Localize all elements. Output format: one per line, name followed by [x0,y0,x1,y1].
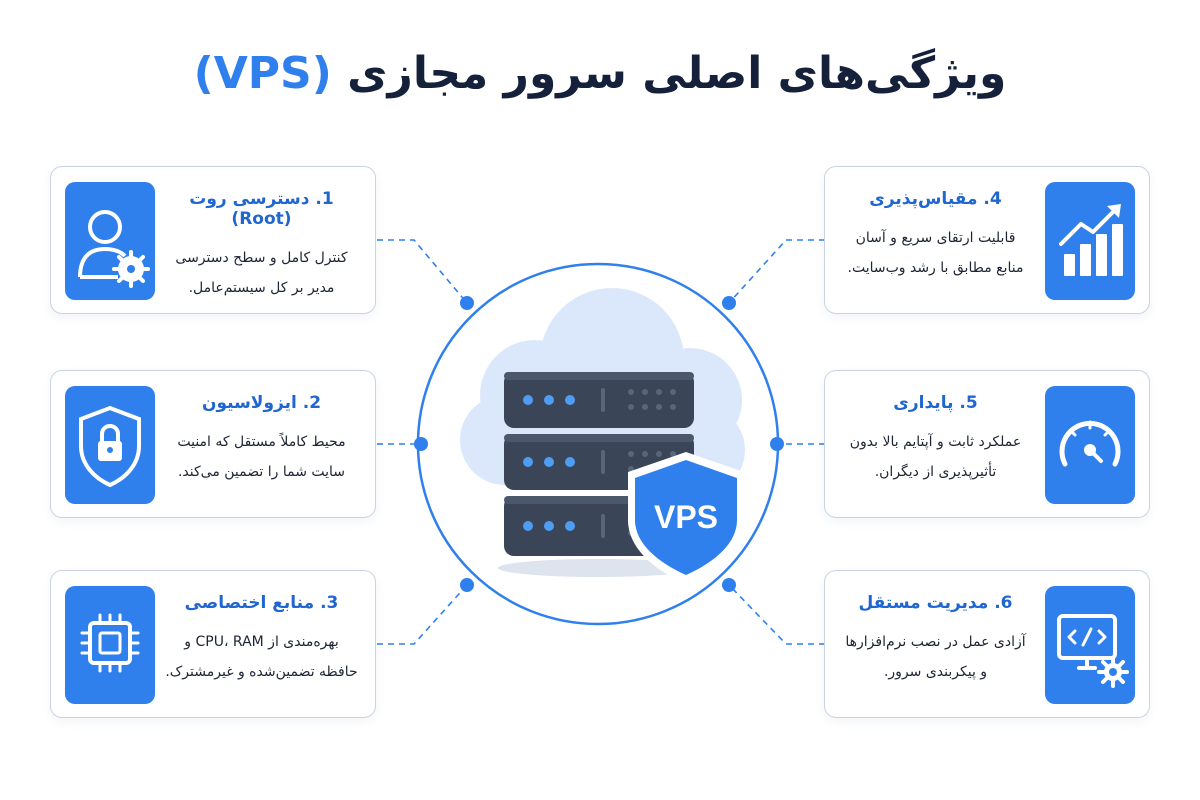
feature-desc: بهره‌مندی از CPU، RAM و حافظه تضمین‌شده … [159,627,364,687]
connector-6 [728,584,825,645]
connector-1 [377,239,468,304]
connector-dot-5 [770,437,784,451]
feature-title: 4. مقیاس‌پذیری [869,189,1002,209]
connector-dot-6 [722,578,736,592]
feature-card-isolation: 2. ایزولاسیون محیط کاملاً مستقل که امنیت… [50,370,376,518]
feature-title: 6. مدیریت مستقل [858,593,1013,613]
title-highlight: (VPS) [193,48,332,99]
shield-label: VPS [654,499,718,535]
feature-desc: عملکرد ثابت و آپتایم بالا بدون تأثیرپذیر… [833,427,1038,487]
feature-desc: کنترل کامل و سطح دسترسی مدیر بر کل سیستم… [159,243,364,303]
feature-desc: آزادی عمل در نصب نرم‌افزارها و پیکربندی … [833,627,1038,687]
feature-desc-line: حافظه تضمین‌شده و غیرمشترک. [165,664,358,680]
feature-desc-line: سایت شما را تضمین می‌کند. [177,464,346,480]
feature-card-scalability: 4. مقیاس‌پذیری قابلیت ارتقای سریع و آسان… [824,166,1150,314]
cpu-chip-icon [80,613,140,673]
feature-desc-line: منابع مطابق با رشد وب‌سایت. [847,260,1024,276]
feature-desc: محیط کاملاً مستقل که امنیت سایت شما را ت… [159,427,364,487]
feature-title: 2. ایزولاسیون [201,393,322,413]
monitor-code-gear-icon [1057,614,1129,688]
feature-title: 5. پایداری [893,393,978,413]
feature-desc-line: قابلیت ارتقای سریع و آسان [855,230,1016,246]
feature-card-independent-management: 6. مدیریت مستقل آزادی عمل در نصب نرم‌افز… [824,570,1150,718]
feature-desc-line: بهره‌مندی از CPU، RAM و [184,634,339,650]
feature-card-stability: 5. پایداری عملکرد ثابت و آپتایم بالا بدو… [824,370,1150,518]
feature-desc-line: عملکرد ثابت و آپتایم بالا بدون [849,434,1022,450]
connector-4 [728,239,825,304]
vps-shield-icon: VPS [628,452,744,584]
feature-desc: قابلیت ارتقای سریع و آسان منابع مطابق با… [833,223,1038,283]
connector-lines [377,239,825,645]
page-title: ویژگی‌های اصلی سرور مجازی (VPS) [0,48,1200,99]
feature-title: 3. منابع اختصاصی [184,593,339,613]
connector-3 [377,584,468,645]
feature-desc-line: و پیکربندی سرور. [883,664,988,680]
connector-dot-3 [460,578,474,592]
feature-desc-line: مدیر بر کل سیستم‌عامل. [188,280,335,296]
feature-desc-line: تأثیرپذیری از دیگران. [874,464,997,480]
feature-desc-line: کنترل کامل و سطح دسترسی [175,250,348,266]
feature-icon-box [65,386,155,504]
speedometer-icon [1059,420,1121,467]
feature-desc-line: محیط کاملاً مستقل که امنیت [177,434,346,450]
growth-chart-icon [1059,204,1123,276]
feature-icon-box [1045,586,1135,704]
feature-icon-box [1045,182,1135,300]
connector-dots [414,296,784,592]
feature-title: 1. دسترسی روت (Root) [189,189,334,229]
feature-card-root-access: 1. دسترسی روت (Root) کنترل کامل و سطح دس… [50,166,376,314]
user-gear-icon [78,210,150,288]
title-main: ویژگی‌های اصلی سرور مجازی [347,48,1007,99]
shield-lock-icon [79,405,141,488]
feature-desc-line: آزادی عمل در نصب نرم‌افزارها [845,634,1026,650]
connector-dot-2 [414,437,428,451]
feature-icon-box [65,182,155,300]
feature-card-dedicated-resources: 3. منابع اختصاصی بهره‌مندی از CPU، RAM و… [50,570,376,718]
feature-icon-box [65,586,155,704]
connector-dot-1 [460,296,474,310]
connector-dot-4 [722,296,736,310]
feature-icon-box [1045,386,1135,504]
